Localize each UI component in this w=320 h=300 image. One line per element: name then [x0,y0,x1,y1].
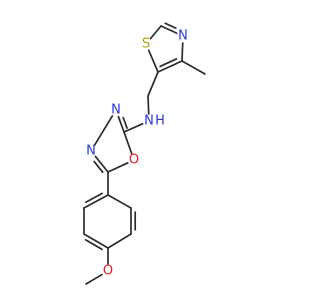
bond-a4-a5 [107,233,132,249]
bond-n4o-c5o [94,155,109,173]
bond-layer [83,22,206,285]
bond-ome-cme [85,273,103,285]
bond-ch2-nh [147,95,150,115]
bond-n3o-n4o [93,115,114,146]
bond-c5o-o1 [107,162,129,173]
bond-nh-c2o [123,122,144,133]
bond-s1-c2 [149,25,162,40]
bond-o1-c2o [123,131,133,155]
bond-c4-me [181,60,206,75]
bond-c5-ch2 [147,71,159,97]
atom-label-n3o: N [111,103,121,118]
bond-a3-a4-second [84,239,103,251]
bond-c2o-n3o [117,115,125,133]
bond-c2o-n3o-second [122,116,128,129]
bond-a3-a4 [83,233,109,249]
bond-n3-c4 [181,42,184,62]
bond-a6-a1 [107,194,132,209]
bond-c2-n3-second [164,22,177,29]
atom-label-n4o: N [86,144,96,159]
atom-label-s1: S [142,37,150,52]
atom-label-h: H [155,114,165,129]
atom-label-nh: N [144,114,154,129]
bond-n4o-c5o-second [93,160,104,174]
bond-a1-a2 [83,194,109,209]
bond-c5-s1 [147,49,159,73]
bond-c4-c5 [157,60,183,73]
atom-label-ome: O [103,264,113,279]
bond-a1-a2-second [84,192,104,204]
bond-c4-c5-second [159,58,178,68]
bond-c2-n3 [160,25,178,34]
atom-label-o1: O [129,153,139,168]
atom-label-n3: N [178,29,188,44]
